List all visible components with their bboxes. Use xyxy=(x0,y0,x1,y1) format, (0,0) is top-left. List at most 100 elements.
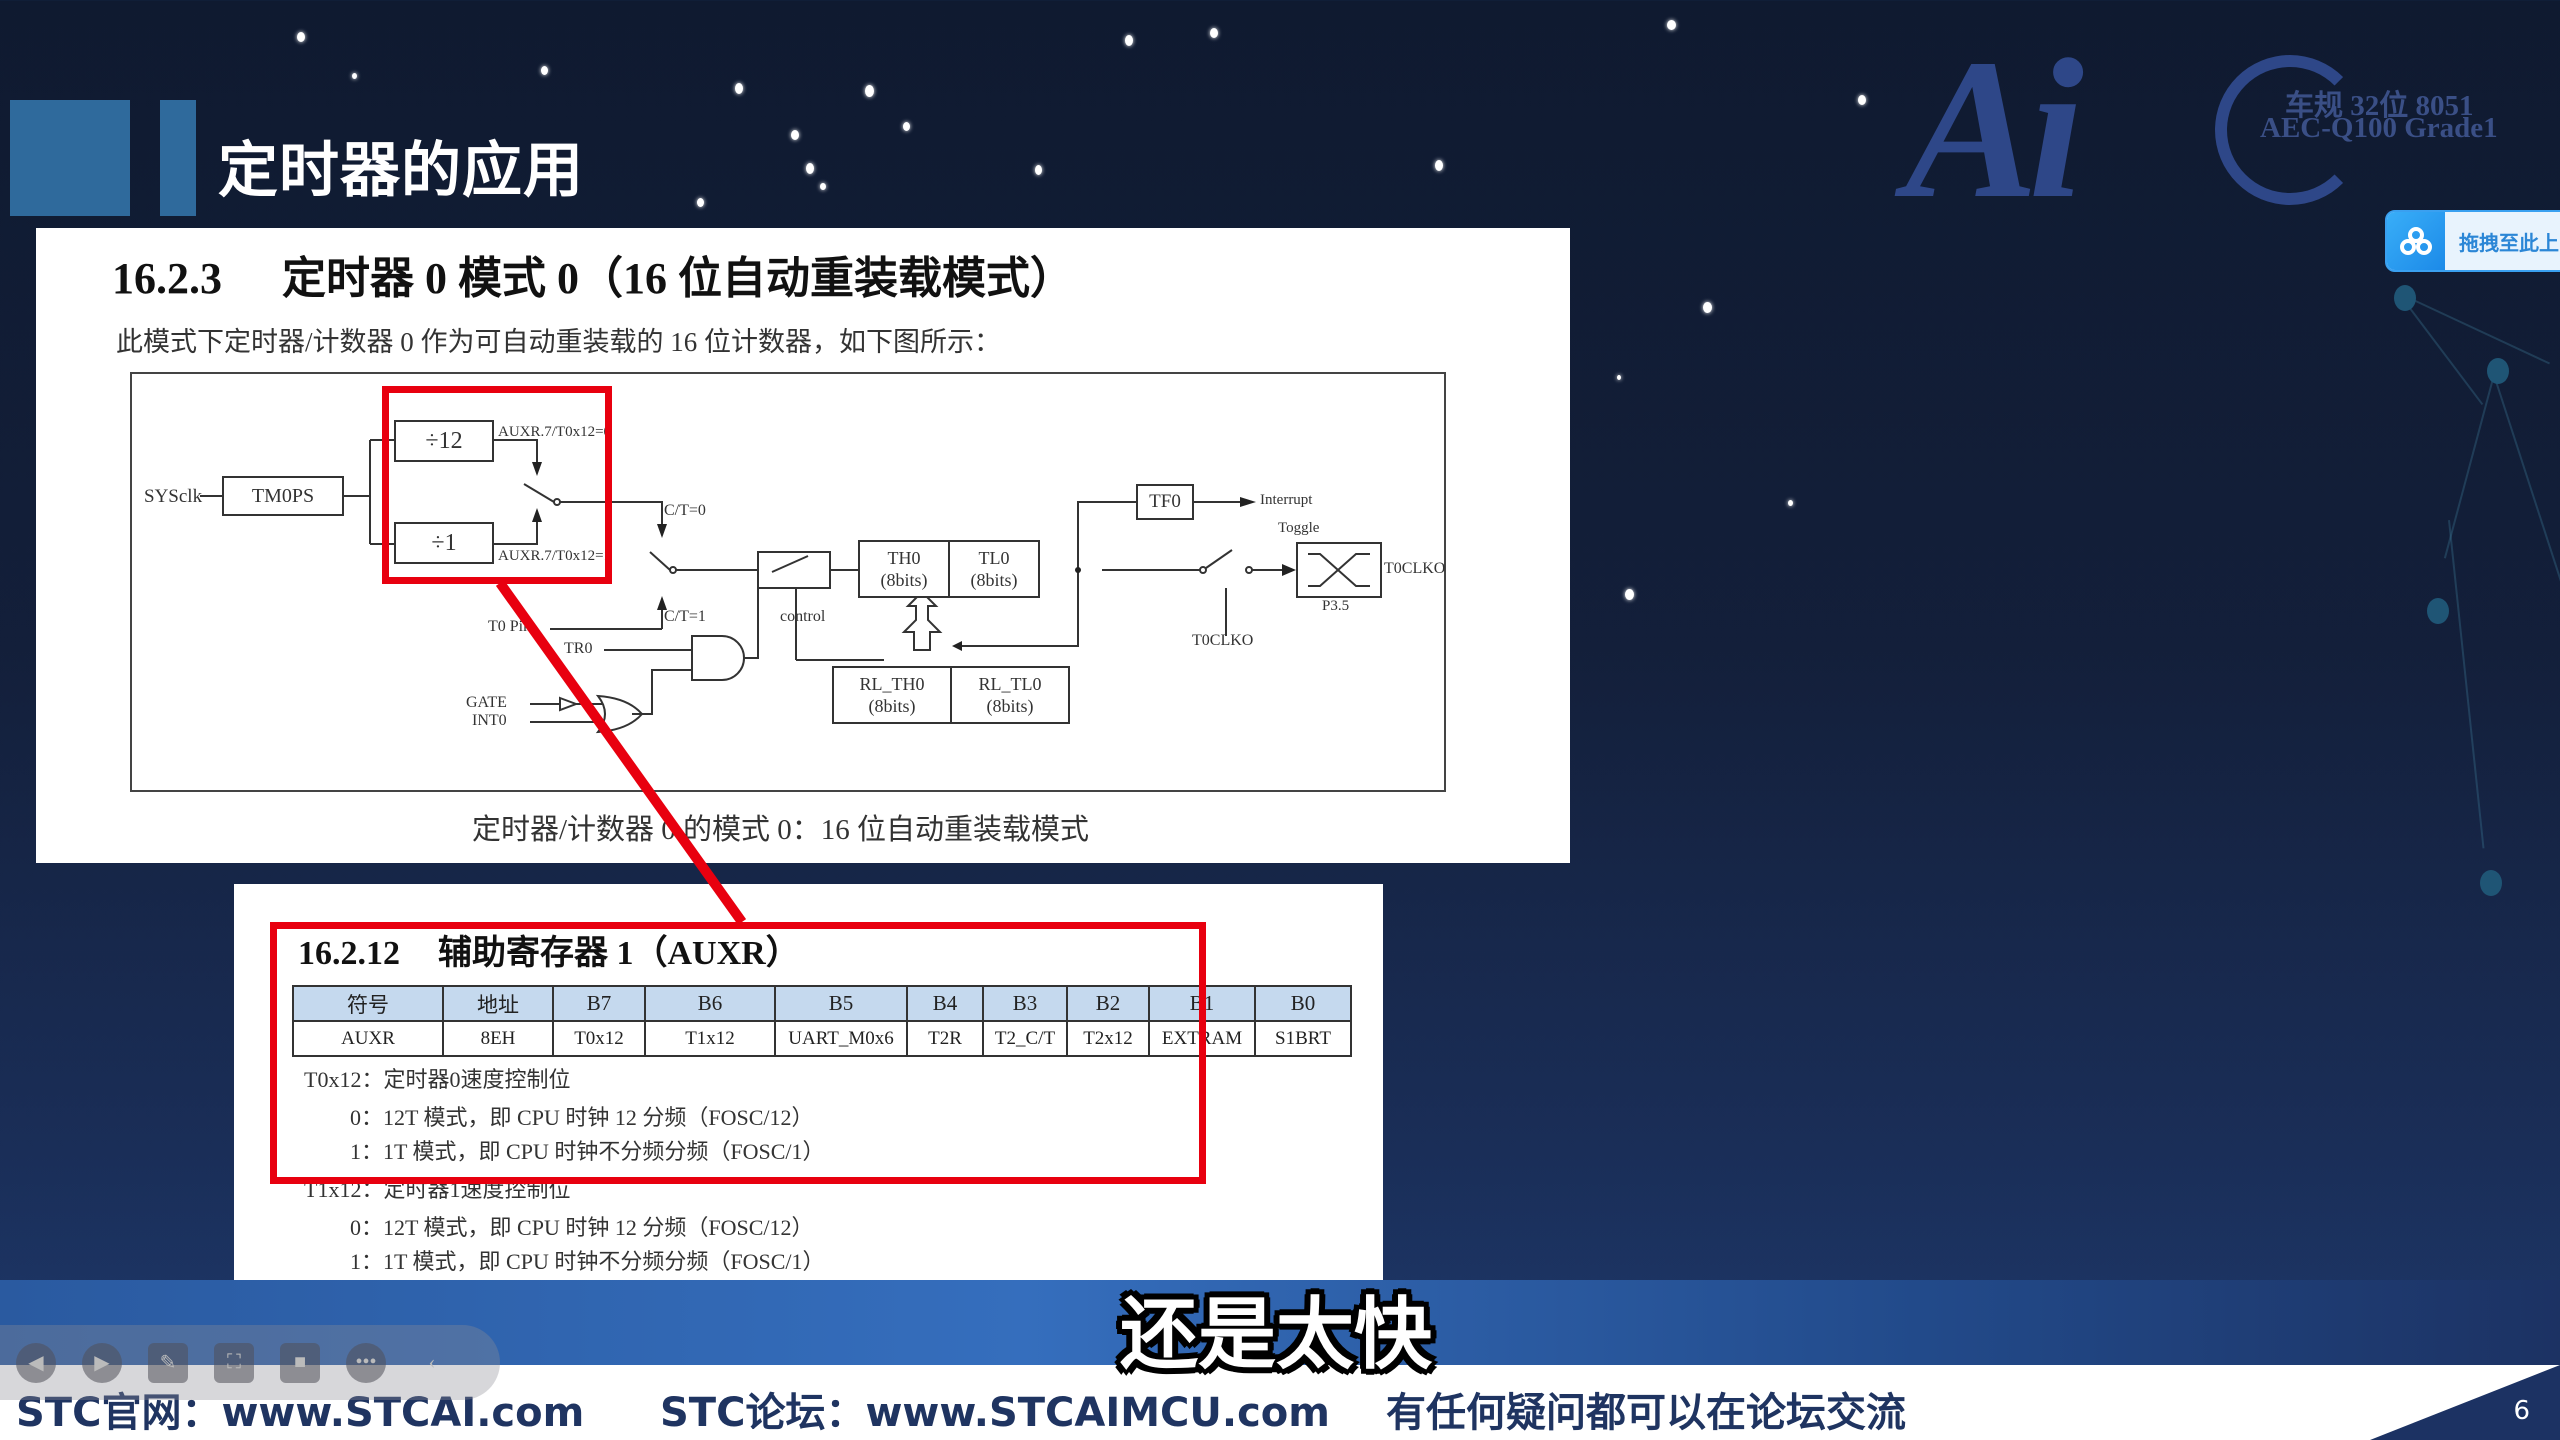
label-toggle: Toggle xyxy=(1278,520,1320,536)
label-sysclk: SYSclk xyxy=(144,486,203,507)
label-p35: P3.5 xyxy=(1322,598,1350,614)
register-rl-tl0: RL_TL0(8bits) xyxy=(950,666,1070,724)
header-cell: B2 xyxy=(1066,985,1150,1022)
section-heading-16-2-3: 16.2.3 定时器 0 模式 0（16 位自动重装载模式） xyxy=(112,242,1074,306)
logo-line1: 车规 32位 8051 xyxy=(2285,90,2474,122)
header-cell: 符号 xyxy=(292,985,444,1022)
t0x12-label: T0x12：定时器0速度控制位 xyxy=(304,1067,571,1092)
cell-b0: S1BRT xyxy=(1254,1020,1352,1057)
camera-icon: ■ xyxy=(293,1351,307,1373)
header-cell: B3 xyxy=(982,985,1068,1022)
footer-forum: STC论坛：www.STCAIMCU.com xyxy=(660,1390,1330,1436)
label-ct1: C/T=1 xyxy=(664,608,706,625)
register-tl0: TL0(8bits) xyxy=(948,540,1040,598)
table-header-row: 符号 地址 B7 B6 B5 B4 B3 B2 B1 B0 xyxy=(292,985,1352,1022)
label-gate: GATE xyxy=(466,694,507,711)
label-auxr-0: AUXR.7/T0x12=0 xyxy=(498,424,612,440)
screenshot-icon: ⛶ xyxy=(227,1351,241,1373)
header-cell: B0 xyxy=(1254,985,1352,1022)
label-int0: INT0 xyxy=(472,712,507,729)
cloud-share-icon xyxy=(2387,212,2445,270)
box-tm0ps: TM0PS xyxy=(222,476,344,516)
auxr-register-table: 符号 地址 B7 B6 B5 B4 B3 B2 B1 B0 AUXR 8EH T… xyxy=(292,985,1352,1057)
camera-button[interactable]: ■ xyxy=(280,1342,320,1383)
more-button[interactable]: ••• xyxy=(346,1342,386,1383)
upload-drop-widget[interactable]: 拖拽至此上 xyxy=(2385,210,2560,272)
timer0-mode0-diagram: SYSclk TM0PS ÷12 ÷1 AUXR.7/T0x12=0 AUXR.… xyxy=(130,372,1446,792)
register-rl-th0: RL_TH0(8bits) xyxy=(832,666,952,724)
label-control: control xyxy=(780,608,826,625)
label-tr0: TR0 xyxy=(564,640,593,657)
rl-tl0-label: RL_TL0 xyxy=(978,674,1042,694)
pen-icon: ✎ xyxy=(159,1352,177,1374)
label-t0pin: T0 Pin xyxy=(488,618,532,635)
tl0-bits: (8bits) xyxy=(970,570,1018,590)
label-interrupt: Interrupt xyxy=(1260,492,1313,508)
table-row: AUXR 8EH T0x12 T1x12 UART_M0x6 T2R T2_C/… xyxy=(292,1020,1352,1057)
previous-icon: ◀ xyxy=(28,1352,44,1374)
footer-website: STC官网：www.STCAI.com xyxy=(16,1390,585,1436)
header-cell: B7 xyxy=(552,985,646,1022)
rl-tl0-bits: (8bits) xyxy=(986,696,1034,716)
slide-title: 定时器的应用 xyxy=(218,136,584,206)
upload-label: 拖拽至此上 xyxy=(2459,230,2559,255)
cell-b4: T2R xyxy=(906,1020,984,1057)
label-ct0: C/T=0 xyxy=(664,502,706,519)
tl0-label: TL0 xyxy=(978,548,1010,568)
footer-note: 有任何疑问都可以在论坛交流 xyxy=(1386,1390,1906,1436)
footer-corner-triangle xyxy=(2370,1365,2560,1440)
footer-blue-stripe xyxy=(0,1280,2560,1365)
label-t0clko-out: T0CLKO xyxy=(1384,560,1446,577)
header-cell: 地址 xyxy=(442,985,554,1022)
section-heading-16-2-12: 16.2.12 辅助寄存器 1（AUXR） xyxy=(298,925,800,974)
document-auxr-register xyxy=(234,884,1383,1330)
header-cell: B4 xyxy=(906,985,984,1022)
section-number: 16.2.12 xyxy=(298,935,400,972)
cell-b5: UART_M0x6 xyxy=(774,1020,908,1057)
header-cell: B5 xyxy=(774,985,908,1022)
cell-symbol: AUXR xyxy=(292,1020,444,1057)
header-cell: B6 xyxy=(644,985,776,1022)
cell-b7: T0x12 xyxy=(552,1020,646,1057)
rl-th0-label: RL_TH0 xyxy=(859,674,925,694)
footer-bar xyxy=(0,1365,2560,1440)
box-div12: ÷12 xyxy=(394,420,494,462)
diagram-caption: 定时器/计数器 0 的模式 0：16 位自动重装载模式 xyxy=(472,814,1090,846)
section-intro: 此模式下定时器/计数器 0 作为可自动重装载的 16 位计数器，如下图所示： xyxy=(116,327,1002,357)
th0-bits: (8bits) xyxy=(880,570,928,590)
title-accent-bar xyxy=(160,100,196,216)
cell-address: 8EH xyxy=(442,1020,554,1057)
section-title: 定时器 0 模式 0（16 位自动重装载模式） xyxy=(282,254,1074,303)
collapse-icon: ‹ xyxy=(428,1351,436,1373)
flag-tf0: TF0 xyxy=(1136,484,1194,520)
page-number: 6 xyxy=(2513,1396,2530,1426)
section-title: 辅助寄存器 1（AUXR） xyxy=(438,935,800,972)
toggle-block xyxy=(1296,542,1382,598)
box-div1: ÷1 xyxy=(394,522,494,564)
rl-th0-bits: (8bits) xyxy=(868,696,916,716)
collapse-toolbar-button[interactable]: ‹ xyxy=(412,1343,452,1383)
highlight-box-auxr xyxy=(270,922,1206,1184)
presentation-toolbar: ◀ ▶ ✎ ⛶ ■ ••• ‹ xyxy=(0,1325,500,1400)
screenshot-button[interactable]: ⛶ xyxy=(214,1342,254,1383)
video-subtitle: 还是太快 xyxy=(1120,1290,1433,1380)
t1x12-option-0: 0：12T 模式，即 CPU 时钟 12 分频（FOSC/12） xyxy=(350,1215,814,1240)
more-icon: ••• xyxy=(355,1351,377,1373)
t0x12-option-1: 1：1T 模式，即 CPU 时钟不分频分频（FOSC/1） xyxy=(350,1139,825,1164)
previous-slide-button[interactable]: ◀ xyxy=(16,1342,56,1383)
logo-line2: AEC-Q100 Grade1 xyxy=(2260,112,2498,144)
cell-b2: T2x12 xyxy=(1066,1020,1150,1057)
pen-button[interactable]: ✎ xyxy=(148,1342,188,1383)
cell-b3: T2_C/T xyxy=(982,1020,1068,1057)
next-slide-button[interactable]: ▶ xyxy=(82,1342,122,1383)
cell-b6: T1x12 xyxy=(644,1020,776,1057)
next-icon: ▶ xyxy=(94,1352,110,1374)
section-number: 16.2.3 xyxy=(112,254,222,303)
t0x12-option-0: 0：12T 模式，即 CPU 时钟 12 分频（FOSC/12） xyxy=(350,1105,814,1130)
t1x12-option-1: 1：1T 模式，即 CPU 时钟不分频分频（FOSC/1） xyxy=(350,1249,825,1274)
register-th0: TH0(8bits) xyxy=(858,540,950,598)
highlight-box-prescaler xyxy=(382,386,612,584)
label-auxr-1: AUXR.7/T0x12=1 xyxy=(498,548,612,564)
logo-mark: Ai xyxy=(1905,19,2084,240)
title-accent-square xyxy=(10,100,130,216)
